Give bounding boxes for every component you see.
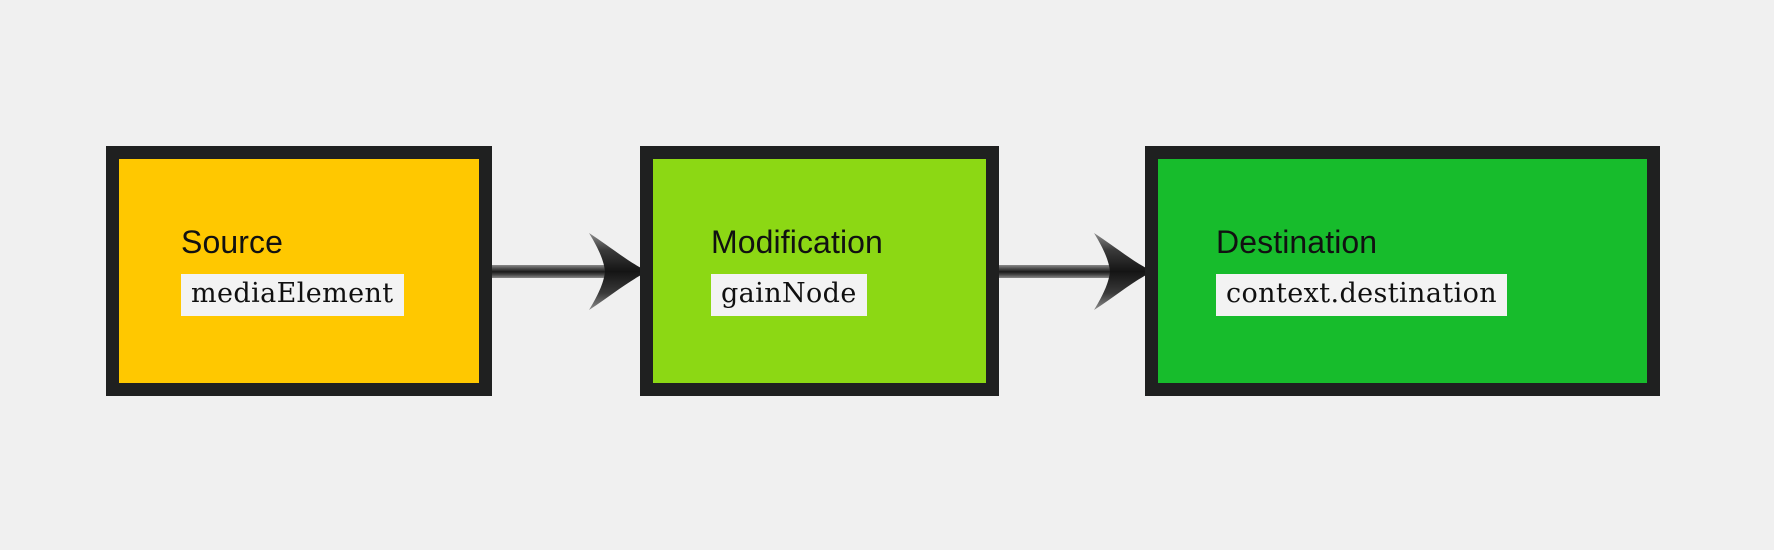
node-modification-code: gainNode: [711, 274, 867, 316]
node-source-code: mediaElement: [181, 274, 404, 316]
node-modification[interactable]: Modification gainNode: [640, 146, 999, 396]
node-destination[interactable]: Destination context.destination: [1145, 146, 1660, 396]
node-source-content: Source mediaElement: [119, 224, 404, 316]
edge-modification-destination: [999, 233, 1153, 310]
node-destination-content: Destination context.destination: [1158, 224, 1508, 316]
node-source-title: Source: [181, 224, 283, 261]
node-source[interactable]: Source mediaElement: [106, 146, 492, 396]
node-destination-code: context.destination: [1216, 274, 1508, 316]
node-modification-content: Modification gainNode: [653, 224, 883, 316]
edge-source-modification: [492, 233, 648, 310]
node-modification-title: Modification: [711, 224, 883, 261]
node-destination-title: Destination: [1216, 224, 1378, 261]
